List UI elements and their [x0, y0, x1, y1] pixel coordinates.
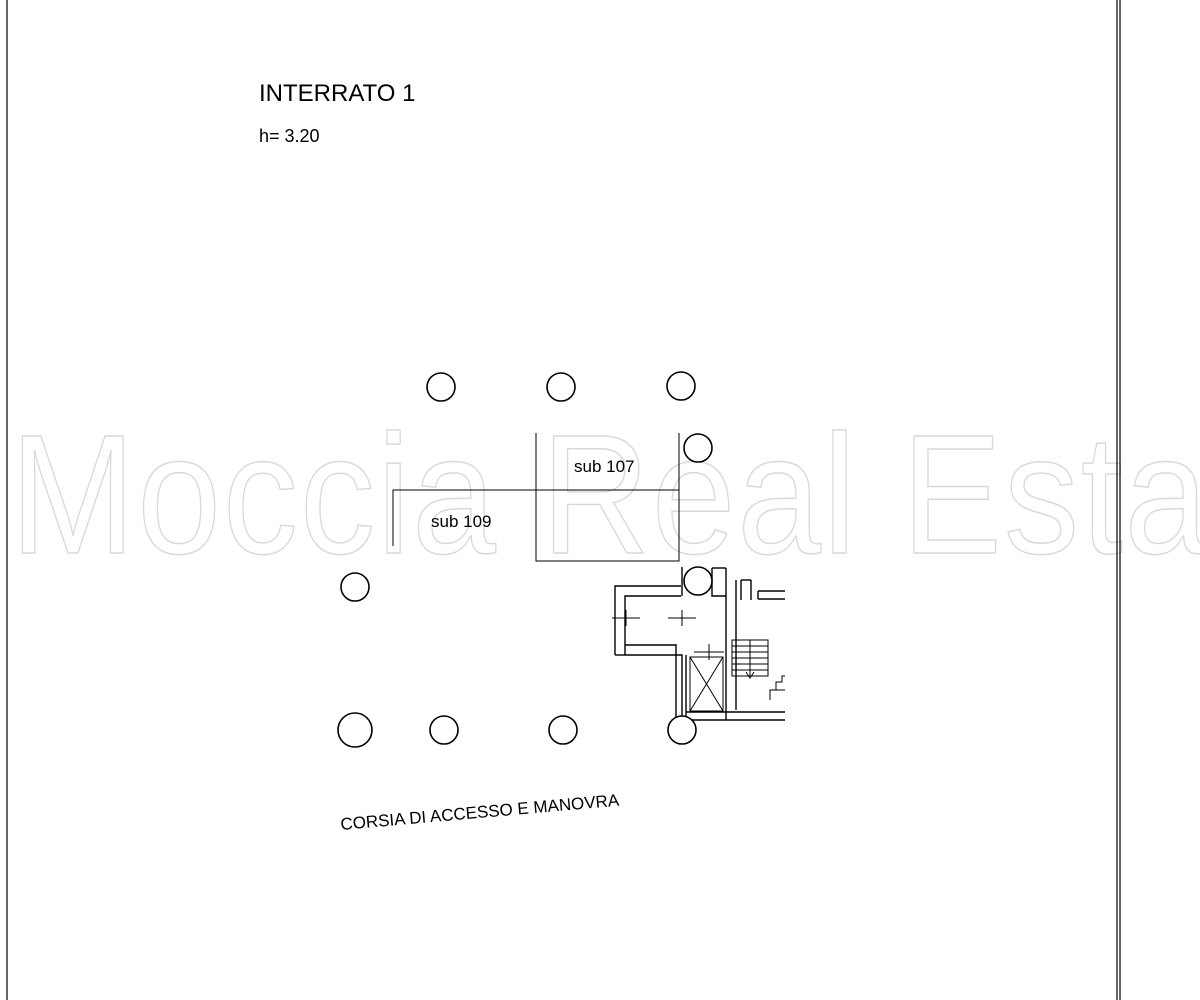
- pillar: [340, 572, 370, 602]
- pillar: [429, 715, 459, 745]
- unit-label-sub-107: sub 107: [574, 457, 635, 476]
- pillar: [666, 371, 696, 401]
- height-note: h= 3.20: [259, 126, 320, 146]
- pillar: [683, 566, 713, 596]
- unit-label-sub-109: sub 109: [431, 512, 492, 531]
- pillar: [548, 715, 578, 745]
- pillar: [667, 715, 697, 745]
- unit-outline-sub-109: [392, 489, 679, 546]
- sheet-title: INTERRATO 1: [259, 80, 415, 107]
- service-core: [612, 567, 785, 721]
- watermark-text: Moccia Real Esta: [10, 400, 1200, 590]
- pillar: [426, 372, 456, 402]
- unit-outline-sub-107: [535, 433, 680, 562]
- lane-label: CORSIA DI ACCESSO E MANOVRA: [340, 791, 621, 834]
- pillar: [683, 433, 713, 463]
- pillar: [546, 372, 576, 402]
- pillar: [337, 712, 373, 748]
- pillar-group: [337, 371, 713, 748]
